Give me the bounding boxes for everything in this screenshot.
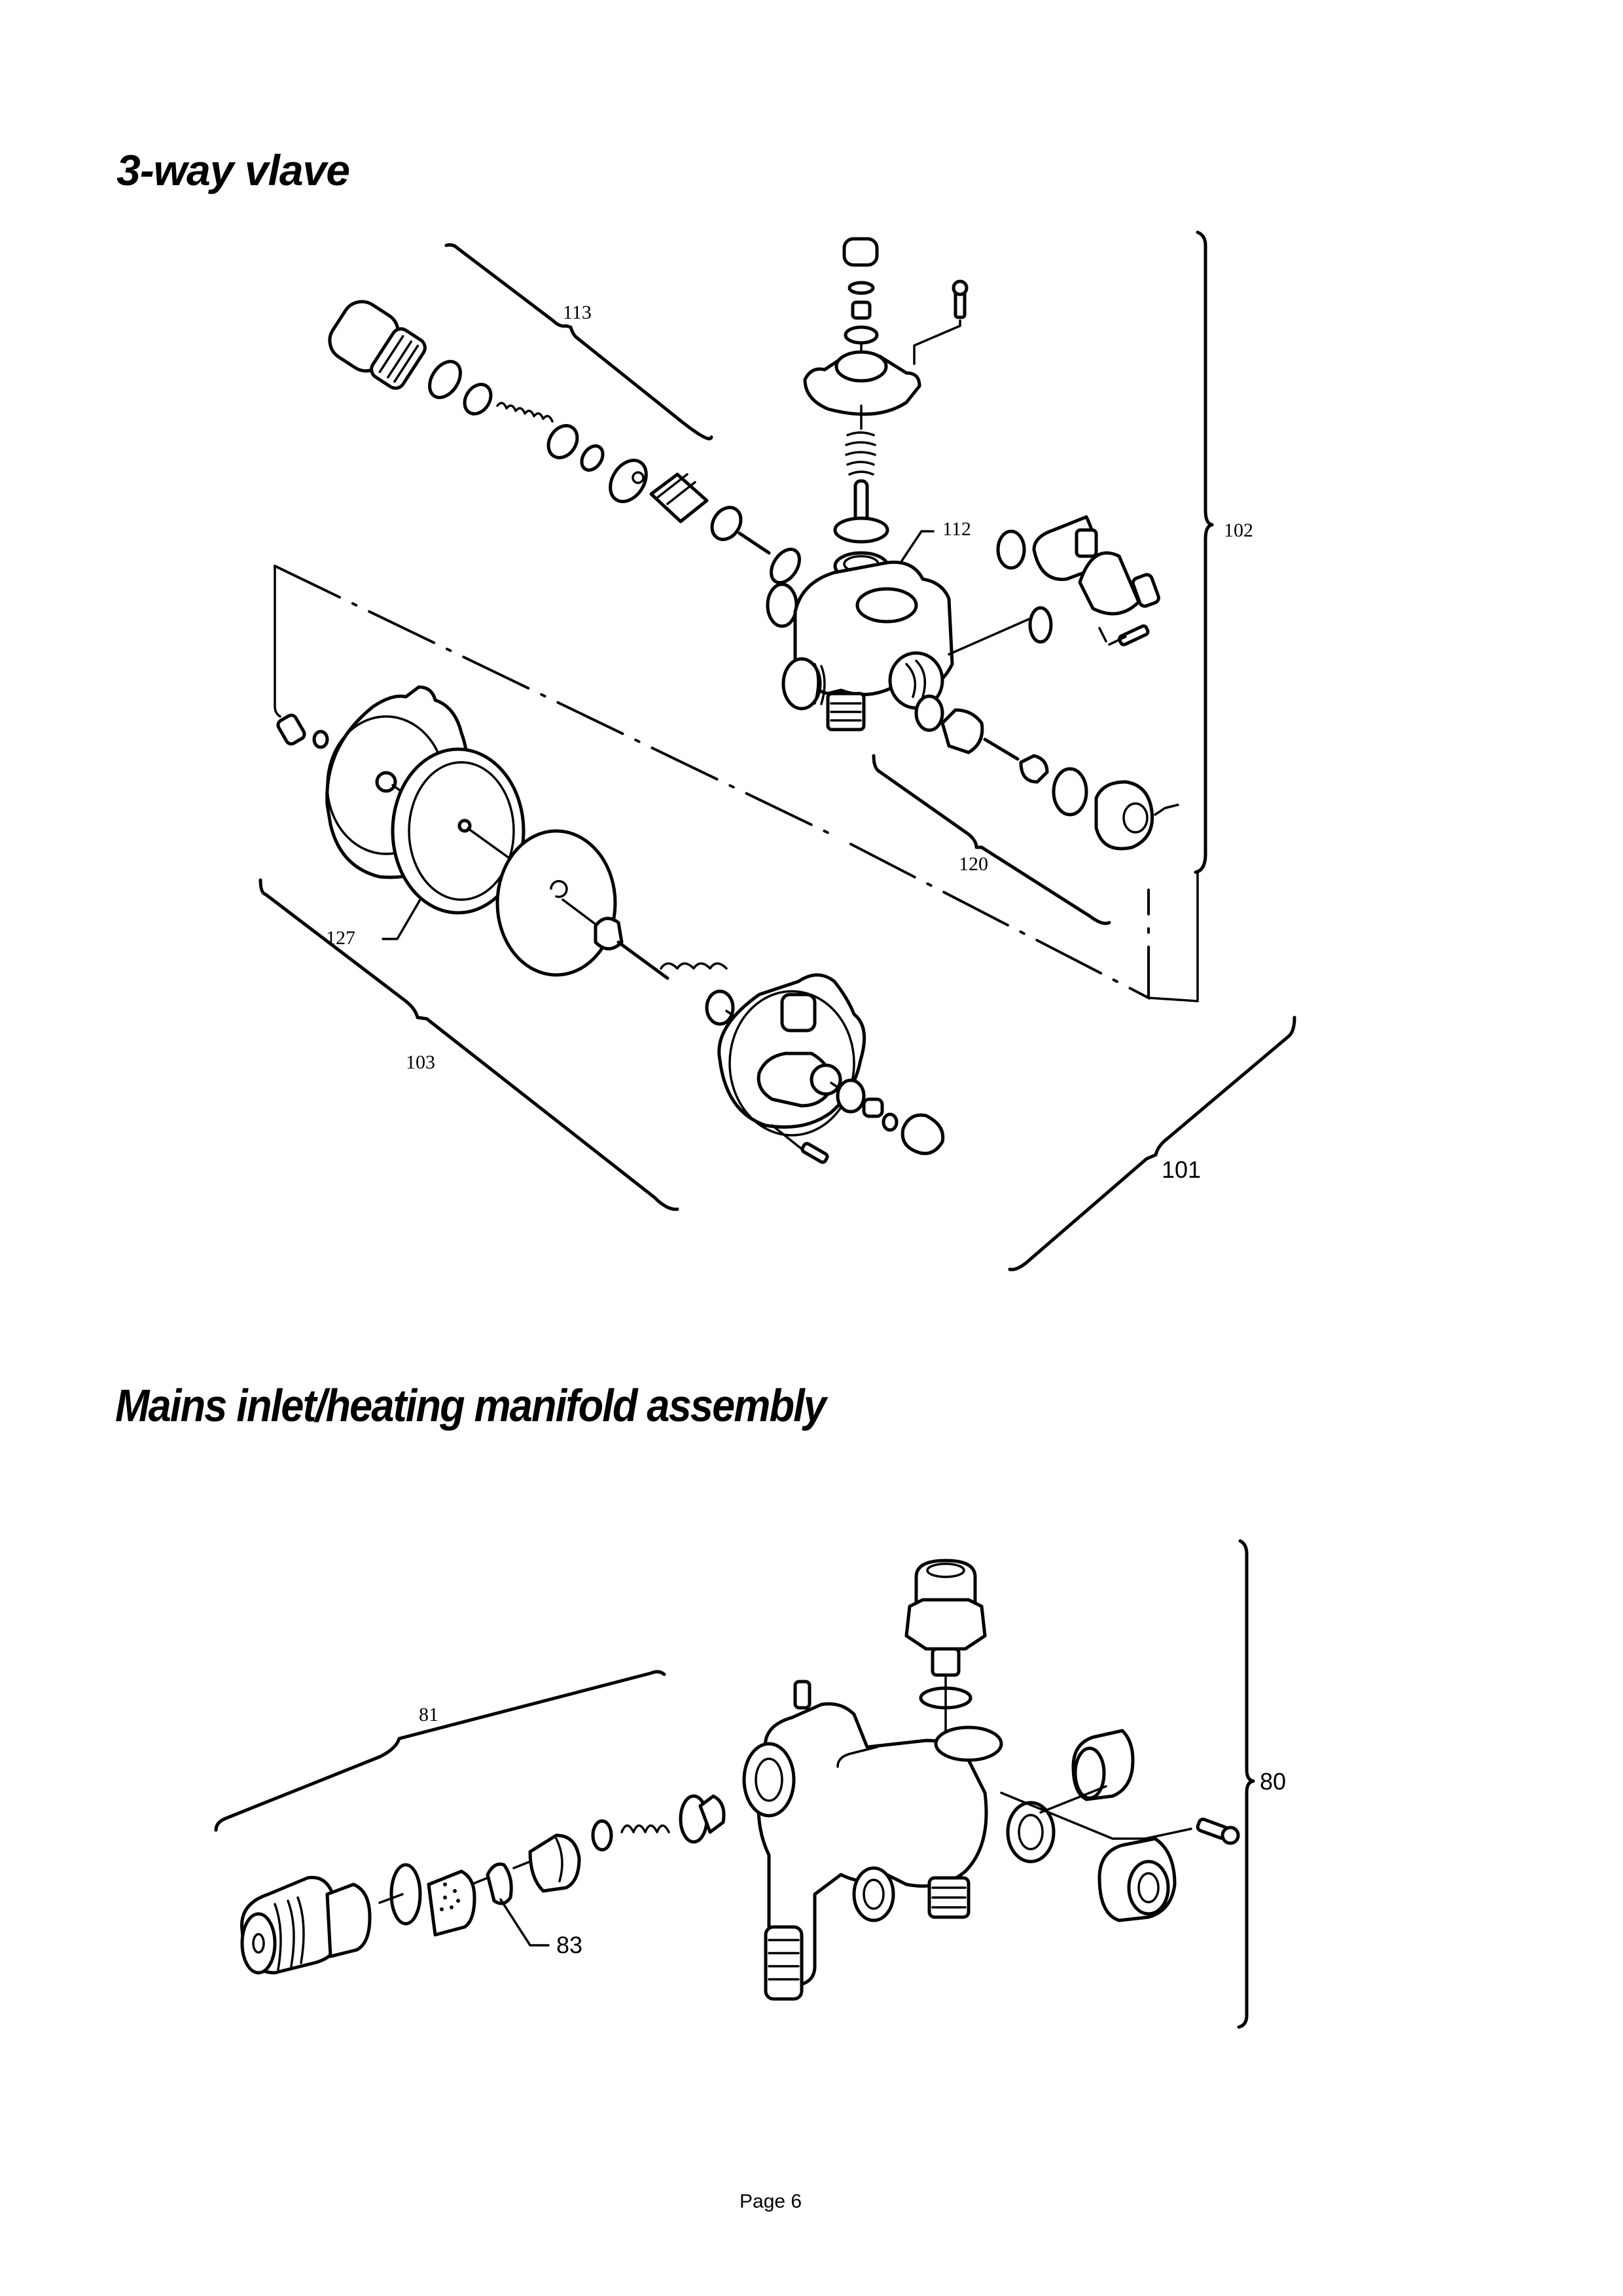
bracket-80 bbox=[1237, 1539, 1255, 2029]
bracket-120 bbox=[872, 754, 1111, 925]
callout-80: 80 bbox=[1260, 1768, 1286, 1795]
diaphragm-127 bbox=[391, 747, 526, 915]
callout-112: 112 bbox=[942, 518, 971, 540]
diaphragm-cover-right bbox=[717, 973, 945, 1164]
callout-103: 103 bbox=[406, 1051, 435, 1073]
leader-83 bbox=[499, 1898, 550, 1947]
manifold-body bbox=[742, 1559, 1240, 2001]
three-way-valve-exploded-diagram: 113 bbox=[259, 230, 1296, 1271]
leader-112 bbox=[901, 530, 935, 562]
bracket-81 bbox=[214, 1670, 666, 1832]
valve-sub-assembly-120 bbox=[914, 694, 1179, 851]
callout-101: 101 bbox=[1162, 1156, 1201, 1183]
frame-right-edge bbox=[1147, 872, 1199, 1002]
bracket-102 bbox=[1194, 230, 1214, 874]
callout-83: 83 bbox=[556, 1932, 582, 1958]
section-title-3-way-valve: 3-way vlave bbox=[116, 146, 350, 194]
callout-81: 81 bbox=[419, 1704, 438, 1725]
outlet-fitting-102 bbox=[948, 515, 1160, 656]
frame-left-edge bbox=[274, 565, 281, 718]
inlet-filter-assembly-81 bbox=[240, 1794, 726, 1975]
callout-102: 102 bbox=[1224, 520, 1253, 541]
callout-120: 120 bbox=[959, 853, 988, 875]
centerline-lower bbox=[849, 843, 1150, 1000]
bracket-101 bbox=[1008, 1016, 1296, 1271]
leader-127 bbox=[382, 898, 421, 940]
page-number: Page 6 bbox=[740, 2191, 802, 2212]
callout-113: 113 bbox=[563, 302, 592, 323]
valve-spindle-assembly-113 bbox=[328, 300, 801, 584]
valve-body bbox=[766, 560, 954, 732]
bracket-103 bbox=[259, 878, 679, 1211]
bracket-113 bbox=[444, 243, 713, 440]
section-title-mains-inlet-manifold: Mains inlet/heating manifold assembly bbox=[115, 1380, 827, 1431]
diaphragm-plate bbox=[495, 829, 747, 1026]
valve-head-assembly bbox=[803, 237, 969, 613]
